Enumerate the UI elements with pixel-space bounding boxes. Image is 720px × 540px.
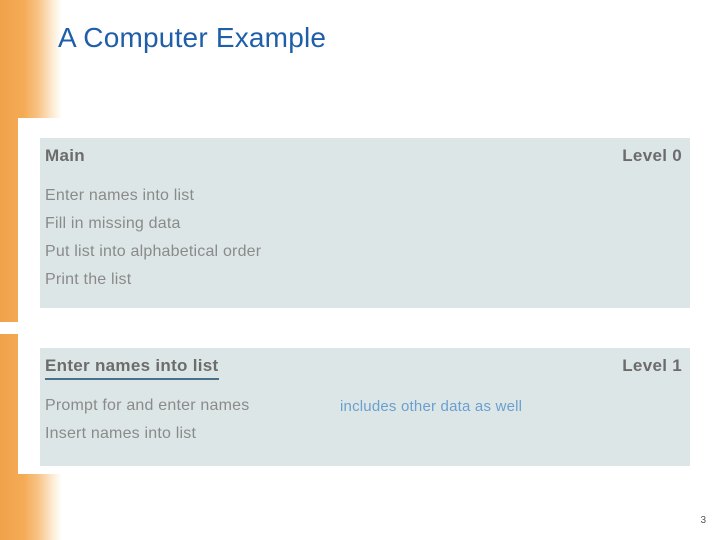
module-step: Enter names into list — [45, 187, 195, 204]
module-step: Put list into alphabetical order — [45, 243, 262, 260]
module-box-level-0: Main Level 0 Enter names into list Fill … — [40, 138, 690, 308]
module-name-level-0: Main — [45, 146, 85, 165]
module-step: Print the list — [45, 271, 132, 288]
module-steps-level-1: Prompt for and enter names Insert names … — [45, 392, 695, 448]
module-header-level-0: Main Level 0 — [40, 138, 690, 174]
module-step: Prompt for and enter names — [45, 397, 250, 414]
module-name-level-1: Enter names into list — [45, 356, 219, 380]
annotation-note: includes other data as well — [340, 398, 523, 415]
module-step: Fill in missing data — [45, 215, 181, 232]
page-number: 3 — [700, 515, 706, 526]
module-step: Insert names into list — [45, 425, 197, 442]
page-title: A Computer Example — [58, 22, 327, 53]
module-level-label-level-1: Level 1 — [622, 356, 682, 375]
module-level-label-level-0: Level 0 — [622, 146, 682, 165]
module-header-level-1: Enter names into list Level 1 — [40, 348, 690, 384]
module-box-level-1: Enter names into list Level 1 Prompt for… — [40, 348, 690, 466]
module-steps-level-0: Enter names into list Fill in missing da… — [45, 182, 695, 294]
